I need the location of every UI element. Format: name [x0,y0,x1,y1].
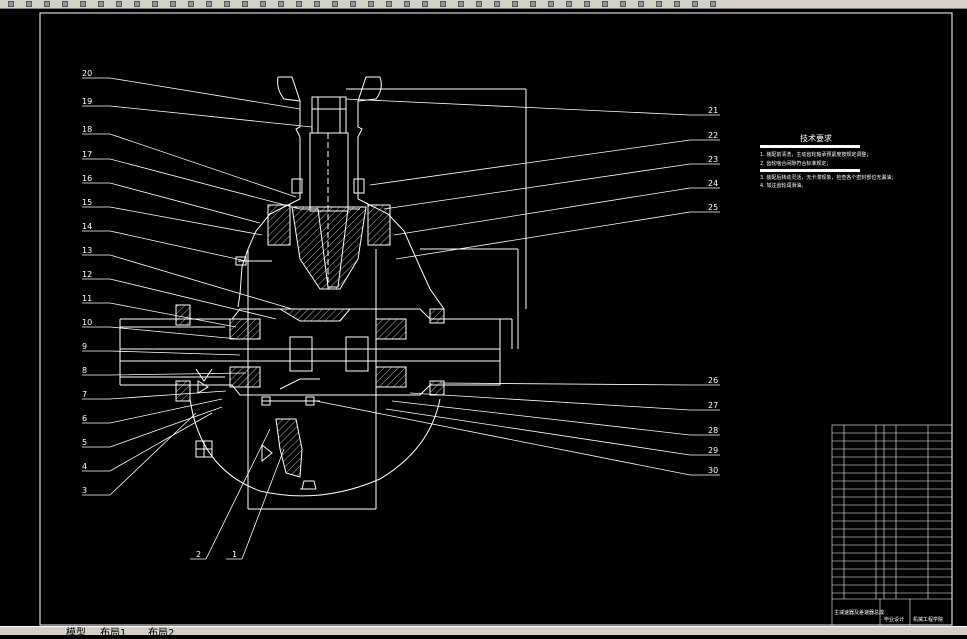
title-block-caption: 主减速器及差速器总成 [834,609,884,616]
part-label: 13 [82,246,92,255]
part-label: 25 [708,203,718,212]
toolbar-icon[interactable] [476,1,482,7]
toolbar-icon[interactable] [548,1,554,7]
part-label: 3 [82,486,87,495]
part-label: 20 [82,69,92,78]
toolbar-icon[interactable] [296,1,302,7]
tab-layout-2[interactable]: 布局2 [148,628,175,639]
part-label: 29 [708,446,718,455]
part-number-labels: 2019181716151413121110987654321222324252… [82,69,718,559]
toolbar-icon[interactable] [8,1,14,7]
toolbar-icon[interactable] [80,1,86,7]
toolbar-icon[interactable] [62,1,68,7]
toolbar-icon[interactable] [26,1,32,7]
part-label: 1 [232,550,237,559]
part-label: 27 [708,401,718,410]
part-label: 24 [708,179,718,188]
toolbar-icon[interactable] [116,1,122,7]
part-label: 28 [708,426,718,435]
part-label: 11 [82,294,92,303]
part-label: 7 [82,390,87,399]
toolbar-icon[interactable] [260,1,266,7]
part-label: 2 [196,550,201,559]
toolbar-icon[interactable] [458,1,464,7]
toolbar-icon[interactable] [710,1,716,7]
toolbar-icon[interactable] [530,1,536,7]
part-label: 4 [82,462,87,471]
bom-title-block: 主减速器及差速器总成 毕业设计 机械工程学院 [831,424,953,626]
part-label: 12 [82,270,92,279]
toolbar-icon[interactable] [188,1,194,7]
part-label: 9 [82,342,87,351]
toolbar-icon[interactable] [386,1,392,7]
toolbar-icon[interactable] [368,1,374,7]
part-label: 22 [708,131,718,140]
part-label: 26 [708,376,718,385]
toolbar-icon[interactable] [638,1,644,7]
drawing-frame [39,12,953,626]
toolbar-icon[interactable] [98,1,104,7]
toolbar-icon[interactable] [566,1,572,7]
leader-lines [82,77,720,560]
toolbar-icon[interactable] [170,1,176,7]
part-label: 21 [708,106,718,115]
title-block-school: 毕业设计 [884,616,904,623]
part-label: 14 [82,222,92,231]
part-label: 19 [82,97,92,106]
part-label: 6 [82,414,87,423]
part-label: 18 [82,125,92,134]
toolbar-icon[interactable] [206,1,212,7]
toolbar-icon[interactable] [314,1,320,7]
toolbar-icon[interactable] [494,1,500,7]
toolbar-icon[interactable] [152,1,158,7]
part-label: 17 [82,150,92,159]
toolbar-icon[interactable] [440,1,446,7]
part-label: 8 [82,366,87,375]
tab-model[interactable]: 模型 [66,628,86,639]
toolbar-icon[interactable] [674,1,680,7]
toolbar-icon[interactable] [512,1,518,7]
toolbar-icon[interactable] [656,1,662,7]
tech-requirements-title: 技术要求 [800,133,832,143]
part-label: 15 [82,198,92,207]
part-label: 10 [82,318,92,327]
part-label: 5 [82,438,87,447]
toolbar-icon[interactable] [44,1,50,7]
toolbar-icon[interactable] [404,1,410,7]
cad-toolbar [0,0,967,9]
toolbar-icon[interactable] [584,1,590,7]
toolbar-icon[interactable] [278,1,284,7]
part-label: 23 [708,155,718,164]
toolbar-icon[interactable] [332,1,338,7]
tab-layout-1[interactable]: 布局1 [100,628,127,639]
toolbar-icon[interactable] [242,1,248,7]
toolbar-icon[interactable] [350,1,356,7]
differential-assembly-drawing [119,76,527,510]
title-block-dept: 机械工程学院 [913,616,943,623]
tech-note-3: 3. 装配后转动灵活，无卡滞现象，检查各个密封部位无漏油； [760,174,896,181]
tech-note-4: 4. 加注齿轮润滑油。 [760,182,806,189]
toolbar-icon[interactable] [692,1,698,7]
toolbar-icon[interactable] [422,1,428,7]
part-label: 16 [82,174,92,183]
tech-note-2: 2. 齿轮啮合间隙符合标准规定； [760,160,831,167]
toolbar-icon[interactable] [134,1,140,7]
tech-note-1: 1. 装配前清洗，主动齿轮轴承预紧度按规定调整； [760,151,871,158]
toolbar-icon[interactable] [224,1,230,7]
cad-drawing-canvas[interactable]: 2019181716151413121110987654321222324252… [0,9,967,626]
toolbar-icon[interactable] [620,1,626,7]
part-label: 30 [708,466,718,475]
toolbar-icon[interactable] [602,1,608,7]
technical-requirements: 技术要求 1. 装配前清洗，主动齿轮轴承预紧度按规定调整； 2. 齿轮啮合间隙符… [760,133,896,189]
